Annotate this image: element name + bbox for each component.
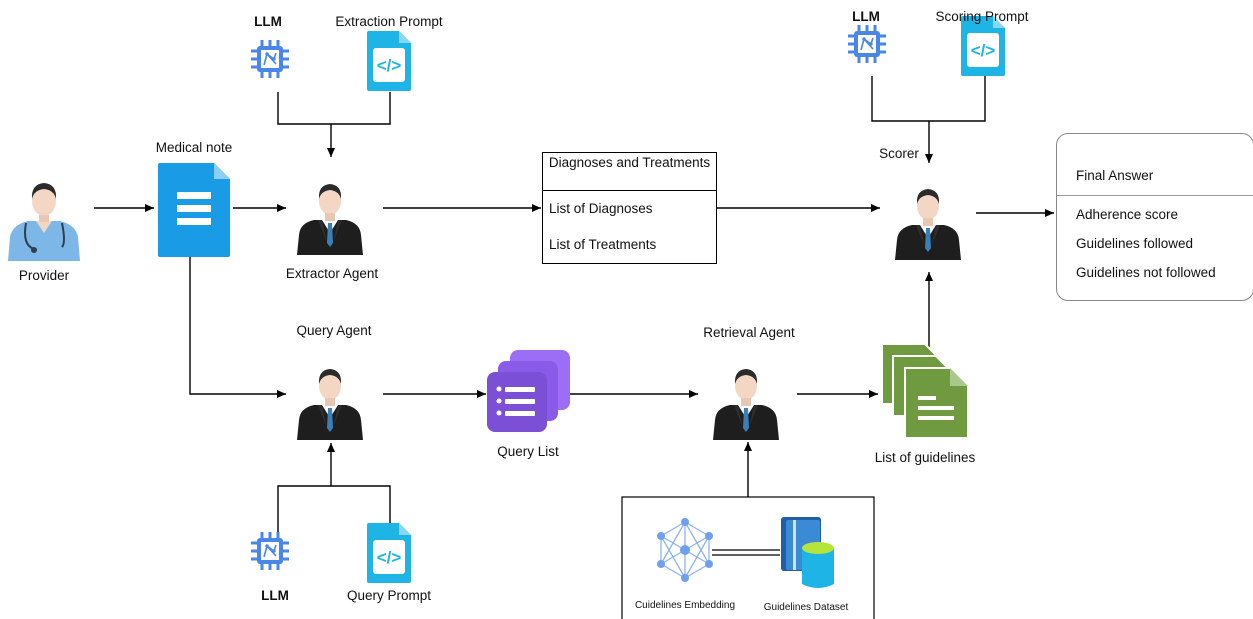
guidelines-embedding-network-icon (657, 518, 713, 582)
scorer-label: Scorer (879, 146, 919, 162)
query-agent-icon (297, 369, 363, 440)
list-of-guidelines-label: List of guidelines (874, 450, 976, 465)
guidelines-not-followed-item: Guidelines not followed (1076, 265, 1216, 280)
guidelines-dataset-database-icon (781, 517, 834, 588)
extraction-llm-chip-icon (249, 38, 291, 80)
provider-icon (8, 183, 80, 261)
guidelines-followed-item: Guidelines followed (1076, 236, 1194, 251)
treatments-list-item: List of Treatments (549, 237, 657, 252)
extractor-agent-label: Extractor Agent (285, 266, 379, 281)
diagnoses-treatments-box: Diagnoses and Treatments List of Diagnos… (542, 152, 717, 264)
query-list-label: Query List (497, 444, 559, 459)
query-llm-chip-icon (249, 530, 291, 572)
query-prompt-code-icon (367, 523, 411, 583)
extraction-llm-label: LLM (254, 14, 282, 29)
retrieval-agent-icon (713, 369, 779, 440)
guidelines-dataset-label: Guidelines Dataset (763, 602, 849, 613)
extractor-agent-icon (297, 184, 363, 255)
query-prompt-label: Query Prompt (346, 588, 432, 603)
diagnoses-list-item: List of Diagnoses (549, 201, 653, 216)
scorer-agent-icon (895, 189, 961, 260)
extraction-prompt-code-icon (367, 31, 411, 91)
guidelines-embedding-label: Cuidelines Embedding (634, 600, 736, 611)
extraction-prompt-label: Extraction Prompt (335, 14, 443, 29)
scoring-prompt-label: Scoring Prompt (935, 9, 1029, 24)
scoring-prompt-code-icon (961, 16, 1005, 76)
final-answer-title: Final Answer (1076, 168, 1154, 183)
provider-label: Provider (18, 268, 70, 283)
retrieval-agent-label: Retrieval Agent (703, 325, 795, 340)
guidelines-documents-icon (881, 343, 969, 439)
query-llm-label: LLM (261, 588, 289, 603)
query-agent-label: Query Agent (296, 323, 372, 338)
final-answer-divider (1057, 195, 1253, 196)
diagnoses-treatments-title: Diagnoses and Treatments (543, 153, 716, 191)
scoring-llm-label: LLM (852, 9, 880, 24)
adherence-score-item: Adherence score (1076, 207, 1179, 222)
medical-note-label: Medical note (155, 140, 233, 155)
medical-note-document-icon (158, 163, 230, 257)
final-answer-card: Final Answer Adherence score Guidelines … (1056, 133, 1253, 301)
query-list-stack-icon (487, 350, 570, 432)
scoring-llm-chip-icon (846, 23, 888, 65)
